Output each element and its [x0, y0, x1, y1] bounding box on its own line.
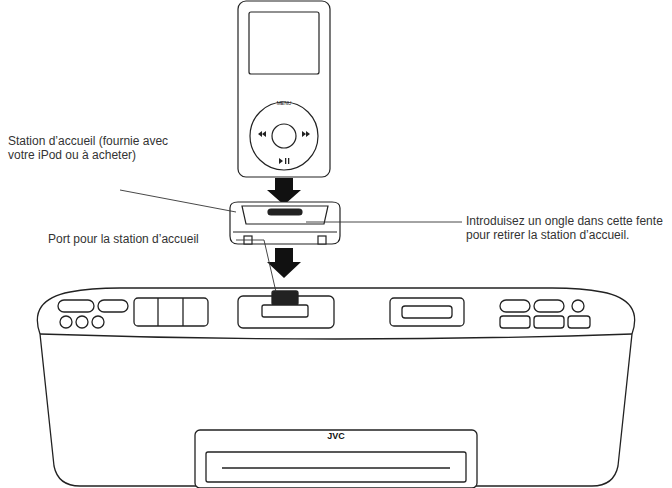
- previous-symbol: [258, 131, 266, 137]
- button: [534, 300, 564, 312]
- button-inner: [402, 306, 452, 318]
- dock-recess: [242, 206, 328, 224]
- housing: [37, 288, 634, 486]
- display-line: [222, 467, 450, 468]
- speaker-unit: [37, 288, 634, 488]
- button: [568, 316, 590, 328]
- port-base: [262, 305, 308, 317]
- display-frame: [195, 430, 477, 488]
- dock-body: [230, 202, 340, 244]
- click-wheel: [250, 102, 318, 170]
- button: [58, 300, 94, 312]
- ipod-screen: [249, 12, 319, 74]
- part-label: Port pour la station d’accueil: [48, 232, 238, 246]
- leader-line: [236, 240, 276, 292]
- next-symbol: [302, 131, 310, 137]
- button: [76, 316, 88, 328]
- leader-line: [120, 190, 236, 212]
- down-arrow: [267, 178, 301, 205]
- brand-logo: JVC: [306, 431, 366, 442]
- ipod: [238, 1, 330, 177]
- port-connector: [272, 291, 298, 305]
- button: [98, 300, 128, 312]
- leader-line: [306, 222, 462, 223]
- dock-edge: [233, 231, 337, 232]
- button: [60, 316, 72, 328]
- ipod-body: [238, 1, 330, 177]
- part-label: Station d’accueil (fournie avec votre iP…: [8, 134, 188, 162]
- button: [534, 316, 564, 328]
- button: [500, 300, 530, 312]
- dock-connector: [268, 209, 302, 215]
- top-edge: [40, 334, 632, 339]
- center-button: [272, 124, 296, 148]
- button: [572, 300, 584, 312]
- display-window: [206, 452, 466, 482]
- dock-foot: [318, 236, 326, 244]
- note-label: Introduisez un ongle dans cette fente po…: [466, 214, 666, 242]
- button-group: [134, 298, 208, 326]
- dock-adapter: [230, 202, 340, 244]
- button-divider: [157, 298, 158, 326]
- play-pause-symbol: [279, 158, 289, 164]
- button: [390, 298, 464, 326]
- button: [500, 316, 530, 328]
- button-divider: [182, 298, 183, 326]
- button: [92, 316, 104, 328]
- button-label: MENU: [264, 100, 304, 107]
